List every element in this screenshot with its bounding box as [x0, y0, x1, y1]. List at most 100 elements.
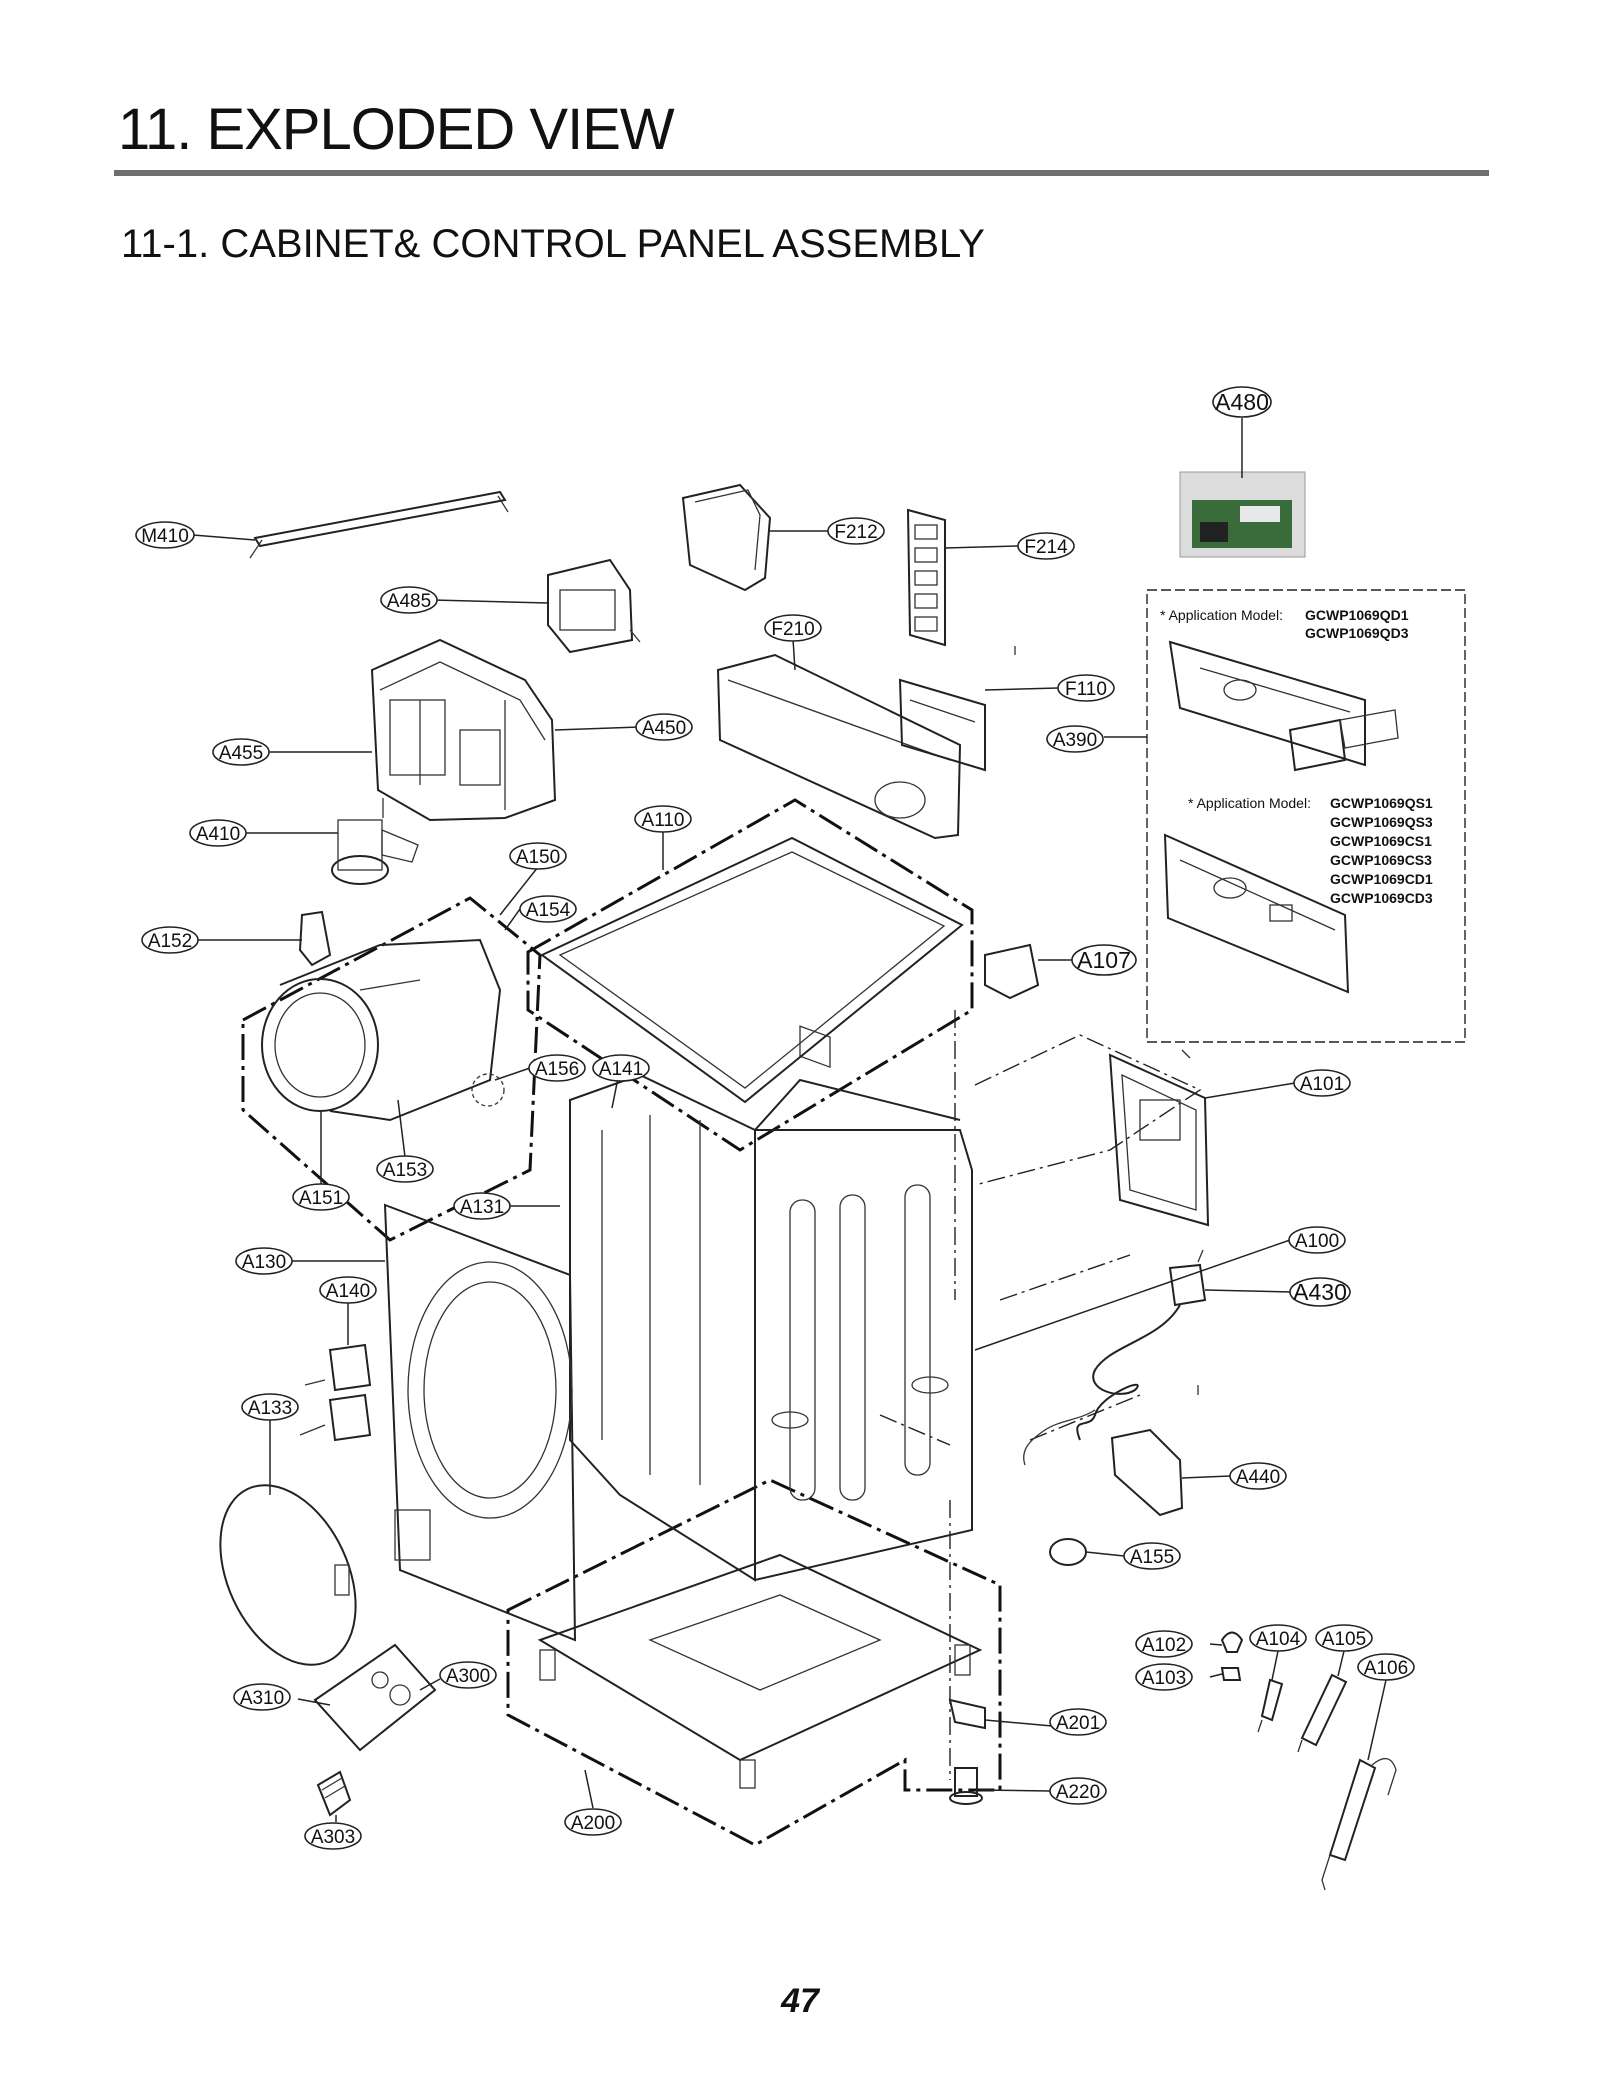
- svg-text:A410: A410: [196, 824, 240, 845]
- svg-text:A131: A131: [460, 1197, 504, 1218]
- callout-a430: A430: [1289, 1277, 1351, 1307]
- a200-base-frame: [537, 1553, 983, 1789]
- svg-text:* Application Model:: * Application Model:: [1160, 607, 1283, 623]
- svg-text:GCWP1069QD1: GCWP1069QD1: [1305, 607, 1409, 623]
- f212-drawer-part: [681, 483, 772, 592]
- callout-a155: A155: [1123, 1542, 1181, 1570]
- callout-a154: A154: [519, 895, 577, 923]
- callout-a140: A140: [319, 1276, 377, 1304]
- svg-text:A201: A201: [1056, 1713, 1100, 1734]
- svg-text:A153: A153: [383, 1160, 427, 1181]
- wire-harness: [1023, 1385, 1199, 1466]
- svg-text:A151: A151: [299, 1188, 343, 1209]
- a310-filter-cover: [313, 1643, 437, 1752]
- svg-text:A455: A455: [219, 743, 263, 764]
- svg-text:A104: A104: [1256, 1629, 1301, 1650]
- callout-a103: A103: [1135, 1663, 1193, 1691]
- callout-a102: A102: [1135, 1630, 1193, 1658]
- a104-a106-heater-parts: [1257, 1673, 1397, 1891]
- callout-a131: A131: [453, 1192, 511, 1220]
- top-plate-group-outline: [526, 798, 974, 1152]
- svg-text:A110: A110: [642, 810, 685, 831]
- callout-a152: A152: [141, 926, 199, 954]
- a107-bracket: [984, 943, 1040, 1000]
- svg-text:A154: A154: [526, 900, 571, 921]
- svg-text:A101: A101: [1300, 1074, 1344, 1095]
- callout-a105: A105: [1315, 1624, 1373, 1652]
- section-title: 11-1. CABINET& CONTROL PANEL ASSEMBLY: [121, 222, 985, 266]
- a130-front-panel: [383, 1203, 577, 1642]
- svg-text:F210: F210: [771, 619, 814, 640]
- f110-pcb: [898, 646, 1016, 772]
- a156-part: [471, 1073, 505, 1107]
- f214-button-strip: [906, 508, 946, 647]
- callout-a107: A107: [1071, 944, 1137, 976]
- svg-text:A156: A156: [535, 1059, 579, 1080]
- a140-latch-parts: [299, 1343, 372, 1442]
- a102-a103-parts: [1220, 1631, 1244, 1681]
- callout-a480: A480: [1212, 386, 1272, 418]
- svg-text:F212: F212: [834, 522, 877, 543]
- a101-rear-cover: [1108, 1049, 1210, 1227]
- svg-text:GCWP1069QS3: GCWP1069QS3: [1330, 814, 1433, 830]
- callout-a455: A455: [212, 738, 270, 766]
- svg-text:A150: A150: [516, 847, 560, 868]
- svg-text:A485: A485: [387, 591, 431, 612]
- callout-m410: M410: [135, 521, 195, 549]
- a110-top-plate: [540, 836, 964, 1104]
- svg-text:A152: A152: [148, 931, 192, 952]
- a485-module: [547, 558, 641, 654]
- svg-text:A105: A105: [1322, 1629, 1366, 1650]
- page-title: 11. EXPLODED VIEW: [118, 97, 675, 162]
- svg-text:A303: A303: [311, 1827, 355, 1848]
- svg-text:A155: A155: [1130, 1547, 1174, 1568]
- callout-a310: A310: [233, 1683, 291, 1711]
- note2-panel-drawing: [1163, 833, 1350, 994]
- callout-a130: A130: [235, 1247, 293, 1275]
- a220-leg-foot: [948, 1698, 986, 1805]
- svg-text:GCWP1069CD1: GCWP1069CD1: [1330, 871, 1433, 887]
- svg-text:A106: A106: [1364, 1658, 1408, 1679]
- a133-clamp-ring: [219, 1484, 357, 1666]
- guide-lines: [974, 1034, 1202, 1186]
- page-number: 47: [781, 1982, 819, 2020]
- a440-noise-filter: [1110, 1428, 1184, 1517]
- note1-panel-drawing: [1168, 640, 1399, 772]
- callout-f212: F212: [827, 517, 885, 545]
- cabinet-body: [569, 1073, 973, 1582]
- svg-text:A103: A103: [1142, 1668, 1186, 1689]
- svg-text:F214: F214: [1024, 537, 1068, 558]
- callout-a150: A150: [509, 842, 567, 870]
- svg-text:GCWP1069QS1: GCWP1069QS1: [1330, 795, 1433, 811]
- svg-text:A220: A220: [1056, 1782, 1100, 1803]
- a410-pump-motor: [331, 798, 419, 885]
- callout-a390: A390: [1046, 725, 1104, 753]
- callout-a303: A303: [304, 1822, 362, 1850]
- callout-f210: F210: [764, 614, 822, 642]
- callout-f214: F214: [1017, 532, 1075, 560]
- application-note-2: * Application Model: GCWP1069QS1 GCWP106…: [1188, 795, 1433, 906]
- svg-text:A440: A440: [1236, 1467, 1280, 1488]
- leader-lines: [192, 418, 1387, 1822]
- callout-a153: A153: [376, 1155, 434, 1183]
- svg-text:F110: F110: [1065, 679, 1107, 700]
- svg-text:GCWP1069CS1: GCWP1069CS1: [1330, 833, 1432, 849]
- m410-bracket: [249, 490, 509, 559]
- a455-control-unit: [370, 638, 557, 822]
- a150-door-cover: [261, 938, 502, 1122]
- svg-text:A107: A107: [1077, 947, 1131, 973]
- svg-text:GCWP1069CD3: GCWP1069CD3: [1330, 890, 1433, 906]
- callout-a440: A440: [1229, 1462, 1287, 1490]
- callout-a300: A300: [439, 1661, 497, 1689]
- a480-pcb-image: [1179, 471, 1306, 558]
- callout-a110: A110: [634, 805, 692, 833]
- svg-text:A480: A480: [1215, 389, 1269, 415]
- svg-text:A130: A130: [242, 1252, 286, 1273]
- a430-power-cord: [1076, 1249, 1207, 1441]
- callout-a151: A151: [292, 1183, 350, 1211]
- application-note-box: [1146, 589, 1466, 1043]
- a152-hinge: [298, 910, 332, 967]
- svg-text:A450: A450: [642, 718, 686, 739]
- callout-a106: A106: [1357, 1653, 1415, 1681]
